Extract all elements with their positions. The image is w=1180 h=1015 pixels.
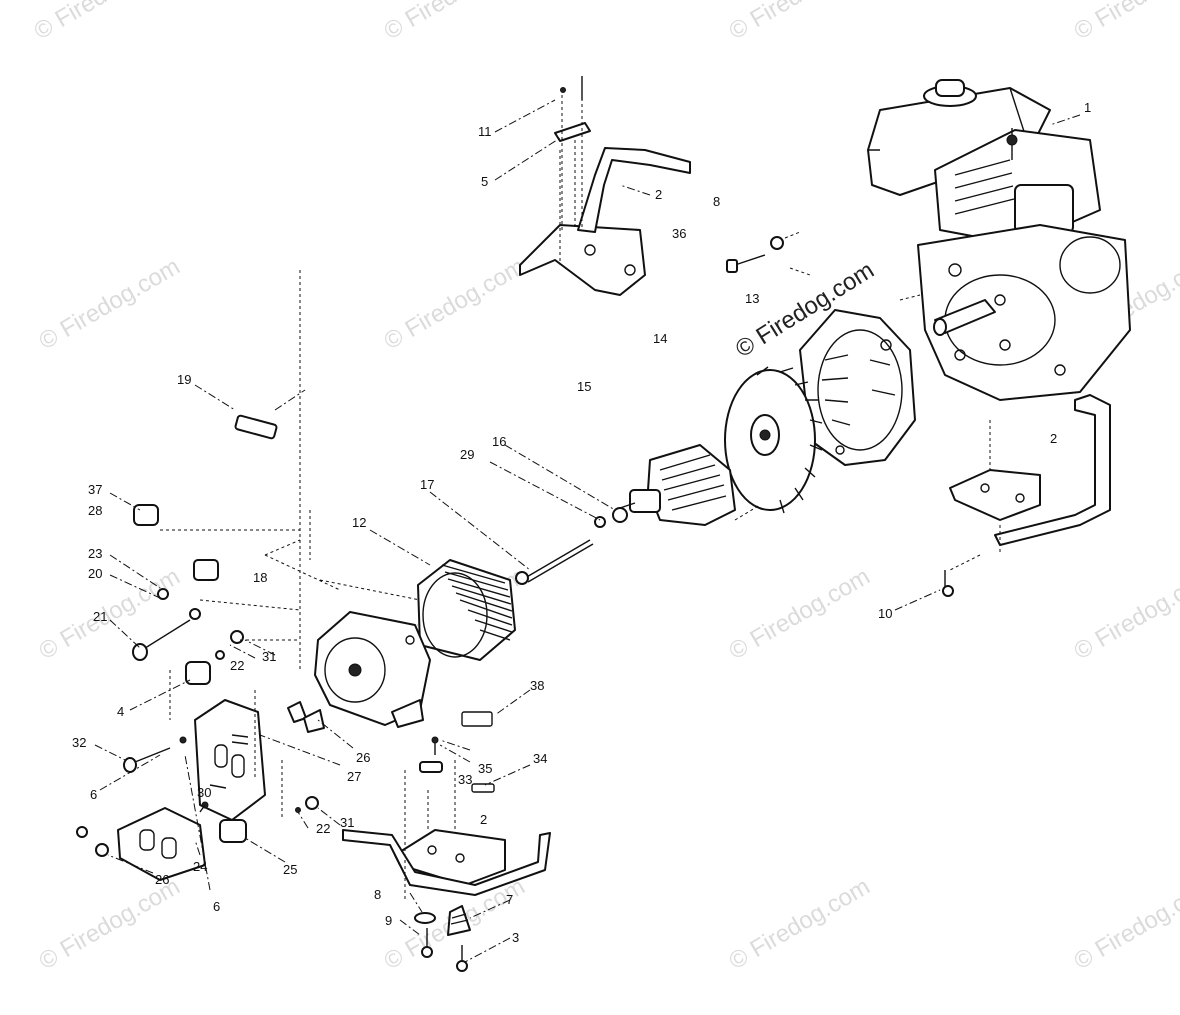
watermark-text: © Firedog.com <box>725 0 875 45</box>
watermark-text: © Firedog.com <box>1070 0 1180 45</box>
callout-12: 12 <box>352 515 366 530</box>
callout-8: 8 <box>713 194 720 209</box>
callout-17: 17 <box>420 477 434 492</box>
callout-6: 6 <box>213 899 220 914</box>
callout-38: 38 <box>530 678 544 693</box>
watermark-text: © Firedog.com <box>1070 563 1180 665</box>
callout-2: 2 <box>655 187 662 202</box>
callout-13: 13 <box>745 291 759 306</box>
callout-22: 22 <box>316 821 330 836</box>
rotor-assembly <box>594 444 736 528</box>
callout-32: 32 <box>72 735 86 750</box>
callout-26: 26 <box>356 750 370 765</box>
callout-22: 22 <box>230 658 244 673</box>
callout-34: 34 <box>533 751 547 766</box>
callout-33: 33 <box>458 772 472 787</box>
callout-35: 35 <box>478 761 492 776</box>
base-bracket-left <box>342 829 551 896</box>
watermark-text: © Firedog.com <box>35 253 185 355</box>
callout-10: 10 <box>878 606 892 621</box>
base-bracket-right <box>949 394 1111 546</box>
watermark-text: © Firedog.com <box>1070 873 1180 975</box>
callout-31: 31 <box>340 815 354 830</box>
callout-23: 23 <box>88 546 102 561</box>
callout-4: 4 <box>117 704 124 719</box>
callout-9: 9 <box>385 913 392 928</box>
callout-29: 29 <box>460 447 474 462</box>
watermark-text: © Firedog.com <box>35 873 185 975</box>
callout-31: 31 <box>262 649 276 664</box>
watermark-text: © Firedog.com <box>35 563 185 665</box>
callout-14: 14 <box>653 331 667 346</box>
callout-18: 18 <box>253 570 267 585</box>
callout-24: 24 <box>193 859 207 874</box>
callout-5: 5 <box>481 174 488 189</box>
callout-15: 15 <box>577 379 591 394</box>
callout-37: 37 <box>88 482 102 497</box>
watermark-text: © Firedog.com <box>30 0 180 45</box>
callout-19: 19 <box>177 372 191 387</box>
callout-26: 26 <box>155 872 169 887</box>
callout-labels: 1 2 2 2 3 4 5 6 6 7 8 8 9 10 11 12 13 14… <box>72 100 1091 945</box>
engine-assembly <box>867 79 1131 401</box>
top-mount-bracket <box>519 76 691 296</box>
callout-3: 3 <box>512 930 519 945</box>
watermark-text: © Firedog.com <box>380 0 530 45</box>
callout-27: 27 <box>347 769 361 784</box>
through-bolt <box>515 539 594 585</box>
end-housing <box>314 611 431 728</box>
callout-25: 25 <box>283 862 297 877</box>
watermark-text: © Firedog.com <box>380 253 530 355</box>
callout-36: 36 <box>672 226 686 241</box>
callout-2: 2 <box>480 812 487 827</box>
callout-8: 8 <box>374 887 381 902</box>
callout-28: 28 <box>88 503 102 518</box>
flywheel-fan <box>724 366 823 514</box>
leader-lines <box>94 99 1081 963</box>
callout-11: 11 <box>478 124 492 139</box>
callout-7: 7 <box>506 892 513 907</box>
receptacle-plate <box>117 807 206 881</box>
callout-1: 1 <box>1084 100 1091 115</box>
small-hardware <box>76 414 954 972</box>
callout-16: 16 <box>492 434 506 449</box>
watermark-text: © Firedog.com <box>725 563 875 665</box>
watermark-text: © Firedog.com <box>725 873 875 975</box>
callout-20: 20 <box>88 566 102 581</box>
callout-30: 30 <box>197 785 211 800</box>
assembly-guides <box>160 140 1001 900</box>
blower-housing <box>799 309 916 466</box>
end-cover <box>194 699 266 821</box>
bolt-13 <box>726 231 801 273</box>
callout-6: 6 <box>90 787 97 802</box>
callout-2: 2 <box>1050 431 1057 446</box>
callout-21: 21 <box>93 609 107 624</box>
